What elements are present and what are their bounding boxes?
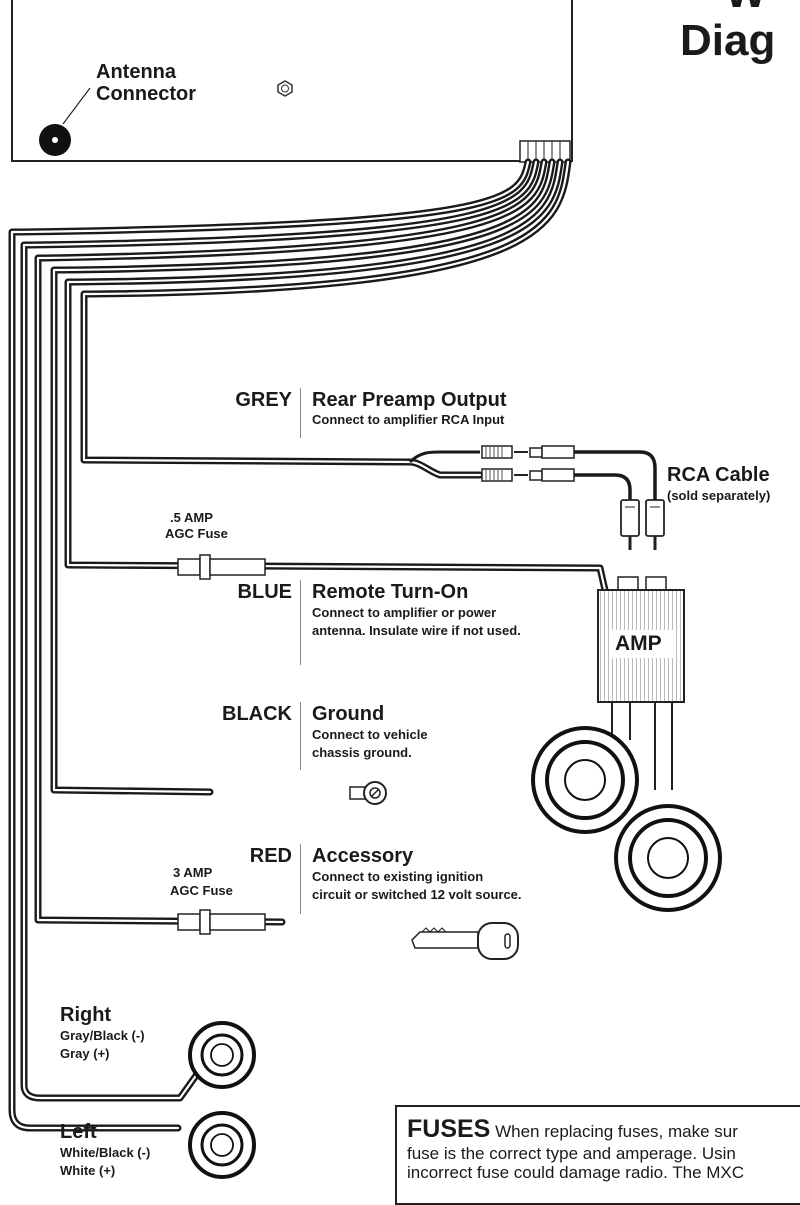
blue-fuse-icon (177, 554, 266, 580)
page-title-line-2: Diag (680, 16, 776, 65)
blue-wire-color: BLUE (237, 581, 292, 603)
amp-speaker-1-icon (531, 726, 639, 834)
ground-terminal-icon (349, 781, 387, 805)
grey-wire-color: GREY (235, 389, 292, 411)
amp-speaker-2-icon (614, 804, 722, 912)
left-speaker-label: Left (60, 1121, 97, 1143)
rca-cable-label: RCA Cable (667, 464, 770, 486)
wire-harness (8, 158, 609, 1132)
fuses-note-line-1: When replacing fuses, make sur (490, 1122, 738, 1141)
blue-wire-desc-2: antenna. Insulate wire if not used. (312, 623, 521, 638)
red-wire-title: Accessory (312, 845, 414, 867)
red-fuse-icon (177, 909, 266, 935)
amp-icon (597, 576, 685, 790)
left-speaker-icon (188, 1111, 256, 1179)
red-wire-color: RED (249, 845, 292, 867)
fuses-note-box: FUSES When replacing fuses, make sur fus… (395, 1105, 800, 1205)
divider (300, 702, 301, 770)
grey-wire-desc: Connect to amplifier RCA Input (312, 412, 505, 427)
right-speaker-label: Right (60, 1004, 112, 1026)
fuses-note-line-2: fuse is the correct type and amperage. U… (407, 1143, 736, 1163)
blue-fuse-label-2: AGC Fuse (165, 526, 228, 541)
black-wire-color: BLACK (222, 703, 292, 725)
right-speaker-pos: Gray (+) (60, 1046, 110, 1061)
right-speaker-neg: Gray/Black (-) (60, 1028, 145, 1043)
blue-wire-desc: Connect to amplifier or power (312, 605, 497, 620)
red-wire-desc: Connect to existing ignition (312, 869, 484, 884)
red-fuse-label-2: AGC Fuse (170, 883, 233, 898)
divider (300, 844, 301, 914)
fuses-note-heading: FUSES (407, 1115, 491, 1143)
blue-fuse-label: .5 AMP (170, 510, 213, 525)
left-speaker-pos: White (+) (60, 1163, 116, 1178)
rca-plug-icon (620, 499, 665, 550)
black-wire-title: Ground (312, 703, 385, 725)
right-speaker-icon (188, 1021, 256, 1089)
rca-cable (574, 450, 657, 500)
divider (300, 388, 301, 438)
ignition-key-icon (411, 922, 519, 960)
antenna-connector-icon (39, 87, 91, 156)
black-wire-desc: Connect to vehicle (312, 727, 428, 742)
page-title-line-1: W (725, 0, 767, 16)
blue-wire-title: Remote Turn-On (312, 581, 469, 603)
antenna-label-2: Connector (96, 83, 196, 105)
rca-connector-icon (408, 445, 575, 482)
grey-wire-title: Rear Preamp Output (312, 389, 507, 411)
head-unit-chassis (11, 0, 573, 162)
antenna-label: Antenna (96, 61, 176, 83)
black-wire-desc-2: chassis ground. (312, 745, 412, 760)
amp-label: AMP (615, 632, 662, 655)
left-speaker-neg: White/Black (-) (60, 1145, 151, 1160)
red-fuse-label: 3 AMP (173, 865, 213, 880)
red-wire-desc-2: circuit or switched 12 volt source. (312, 887, 522, 902)
divider (300, 580, 301, 665)
rca-cable-sub: (sold separately) (667, 488, 771, 503)
fuses-note-line-3: incorrect fuse could damage radio. The M… (407, 1163, 745, 1183)
hex-screw-icon (277, 80, 293, 97)
